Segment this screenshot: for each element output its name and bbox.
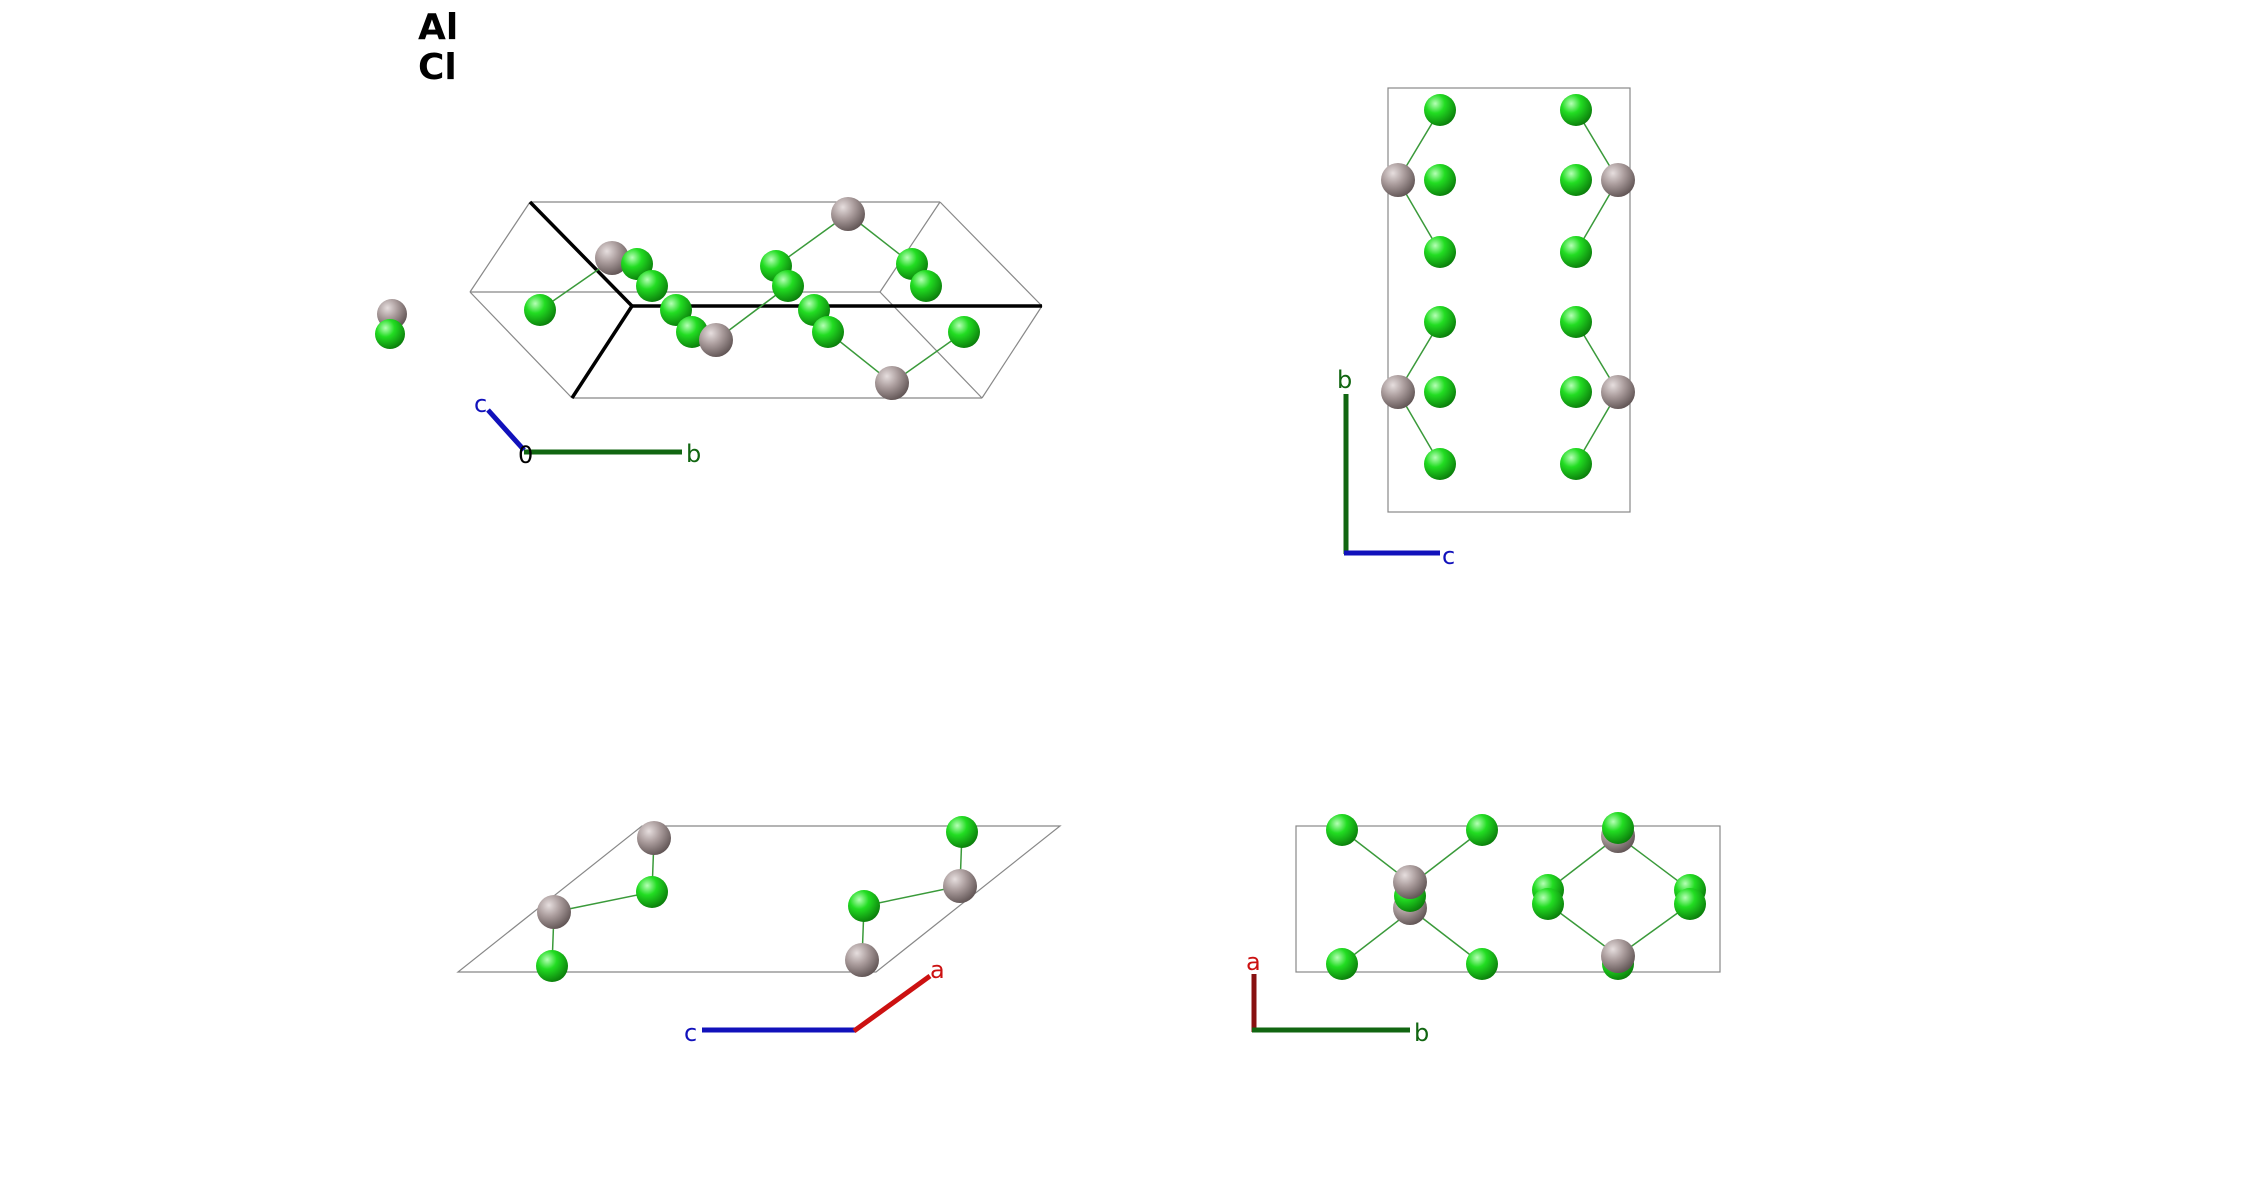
cl-atom bbox=[1326, 948, 1358, 980]
al-atom bbox=[875, 366, 909, 400]
al-atom bbox=[1601, 939, 1635, 973]
legend-cl: Cl bbox=[418, 47, 457, 88]
element-legend: Al Cl bbox=[418, 8, 458, 88]
unit-cell-outline bbox=[1387, 87, 1631, 513]
cl-atom bbox=[1560, 164, 1592, 196]
cl-atom bbox=[1424, 448, 1456, 480]
cl-atom bbox=[772, 270, 804, 302]
bonds bbox=[551, 831, 963, 967]
al-atom bbox=[537, 895, 571, 929]
axis-indicator: a b bbox=[1246, 948, 1429, 1047]
al-atom bbox=[1381, 375, 1415, 409]
cl-atom bbox=[375, 319, 405, 349]
axis-label-a: a bbox=[1246, 948, 1261, 976]
bonds bbox=[1397, 109, 1619, 465]
al-atom bbox=[943, 869, 977, 903]
atoms bbox=[1326, 812, 1706, 980]
cl-atom bbox=[1424, 376, 1456, 408]
atoms bbox=[375, 197, 980, 400]
cl-atom bbox=[524, 294, 556, 326]
cl-atom bbox=[1466, 948, 1498, 980]
view-along-a: b c bbox=[1337, 87, 1635, 570]
cl-atom bbox=[1532, 888, 1564, 920]
cl-atom bbox=[1560, 306, 1592, 338]
atoms bbox=[536, 816, 978, 982]
al-atom bbox=[1393, 865, 1427, 899]
axis-label-b: b bbox=[1337, 366, 1352, 394]
al-atom bbox=[595, 241, 629, 275]
al-atom bbox=[831, 197, 865, 231]
axis-label-c: c bbox=[684, 1019, 697, 1047]
cl-atom bbox=[910, 270, 942, 302]
cl-atom bbox=[1424, 94, 1456, 126]
al-atom bbox=[1601, 163, 1635, 197]
view-along-b: c a bbox=[456, 816, 1062, 1047]
cl-atom bbox=[812, 316, 844, 348]
cl-atom bbox=[1560, 376, 1592, 408]
bonds bbox=[539, 213, 965, 384]
cl-atom bbox=[1560, 94, 1592, 126]
axis-label-a: a bbox=[930, 956, 945, 984]
unit-cell-outline bbox=[469, 201, 1043, 399]
view-along-c: a b bbox=[1246, 812, 1721, 1047]
axis-label-c: c bbox=[1442, 542, 1455, 570]
cl-atom bbox=[1560, 448, 1592, 480]
cl-atom bbox=[660, 294, 692, 326]
axis-indicator: b c bbox=[1337, 366, 1455, 570]
unit-cell-outline bbox=[1295, 825, 1721, 973]
al-atom bbox=[1601, 375, 1635, 409]
cl-atom bbox=[948, 316, 980, 348]
al-atom bbox=[637, 821, 671, 855]
al-atom bbox=[699, 323, 733, 357]
unit-cell-outline bbox=[456, 825, 1062, 973]
cl-atom bbox=[848, 890, 880, 922]
atoms bbox=[1381, 94, 1635, 480]
al-atom bbox=[1381, 163, 1415, 197]
axis-label-origin: 0 bbox=[518, 441, 533, 469]
cl-atom bbox=[536, 950, 568, 982]
axis-label-c: c bbox=[474, 390, 487, 418]
cl-atom bbox=[1326, 814, 1358, 846]
cl-atom bbox=[1424, 236, 1456, 268]
axis-indicator: c 0 b bbox=[474, 390, 701, 469]
cl-atom bbox=[1424, 164, 1456, 196]
cl-atom bbox=[946, 816, 978, 848]
perspective-view: c 0 b bbox=[375, 197, 1043, 469]
cl-atom bbox=[1466, 814, 1498, 846]
cl-atom bbox=[1674, 888, 1706, 920]
al-atom bbox=[845, 943, 879, 977]
cl-atom bbox=[1424, 306, 1456, 338]
axis-indicator: c a bbox=[684, 956, 945, 1047]
cl-atom bbox=[636, 876, 668, 908]
cl-atom bbox=[1602, 812, 1634, 844]
axis-label-b: b bbox=[686, 440, 701, 468]
axis-label-b: b bbox=[1414, 1019, 1429, 1047]
cell-axis-lines bbox=[528, 200, 1042, 399]
cl-atom bbox=[1560, 236, 1592, 268]
legend-al: Al bbox=[418, 7, 459, 48]
cl-atom bbox=[636, 270, 668, 302]
